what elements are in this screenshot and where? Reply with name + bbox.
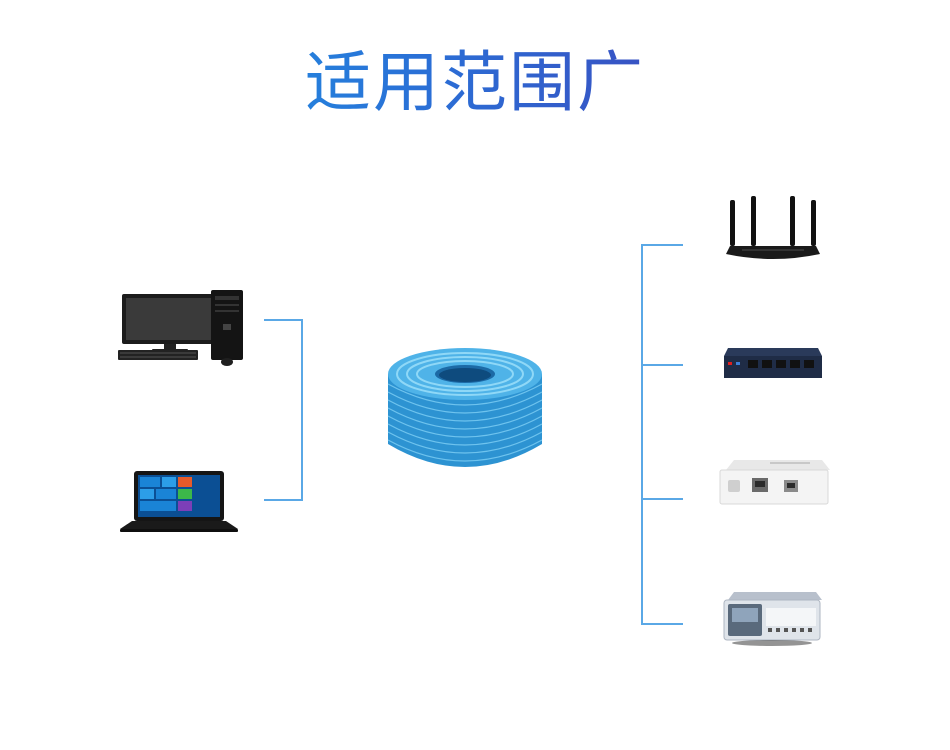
right-connector-switch (641, 364, 683, 366)
right-connector-router (641, 244, 683, 246)
network-storage-device-icon (723, 592, 822, 646)
wifi-router-icon (726, 196, 820, 259)
left-connector-top (264, 319, 303, 321)
left-connector-bottom (264, 499, 303, 501)
laptop-icon (120, 471, 238, 532)
network-cable-reel-icon (387, 348, 543, 467)
left-connector-vertical (301, 319, 303, 501)
desktop-computer-icon (118, 290, 243, 366)
network-panel-box-icon (719, 460, 830, 505)
network-switch-icon (724, 348, 822, 378)
right-connector-storage (641, 623, 683, 625)
right-connector-vertical (641, 244, 643, 625)
right-connector-panel (641, 498, 683, 500)
page-title: 适用范围广 (0, 38, 950, 128)
